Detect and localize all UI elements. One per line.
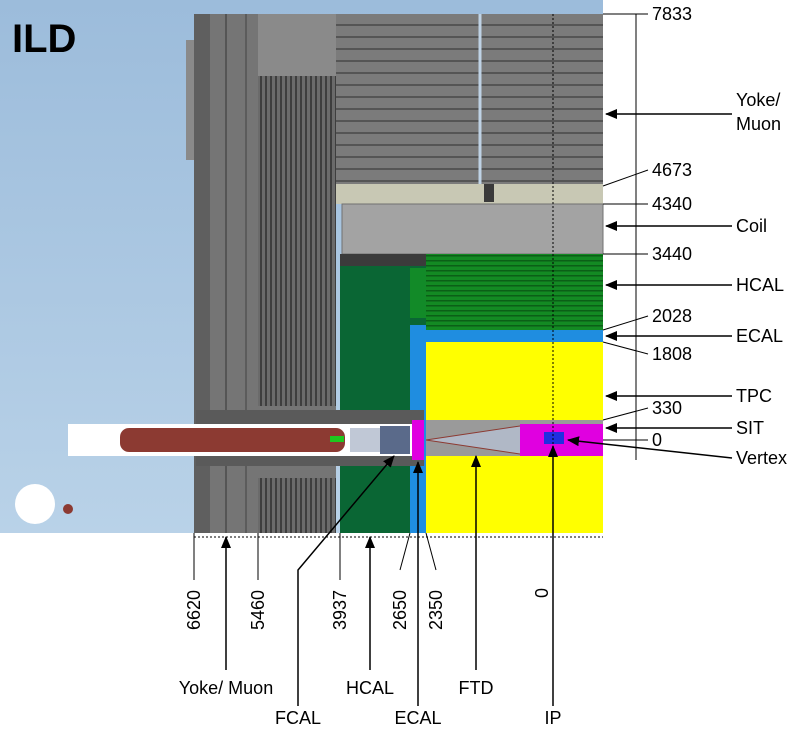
- label-coil: Coil: [736, 216, 767, 236]
- tick-330: 330: [652, 398, 682, 418]
- label-hcal-bottom: HCAL: [346, 678, 394, 698]
- tick-3937: 3937: [330, 590, 350, 630]
- label-yoke-muon-line2: Muon: [736, 114, 781, 134]
- tick-5460: 5460: [248, 590, 268, 630]
- tick-4340: 4340: [652, 194, 692, 214]
- diagram-title: ILD: [12, 17, 76, 61]
- tick-2350: 2350: [426, 590, 446, 630]
- right-scale: 7833 4673 4340 3440 2028 1808 330 0: [602, 4, 692, 450]
- label-ecal: ECAL: [736, 326, 783, 346]
- label-hcal: HCAL: [736, 275, 784, 295]
- label-ecal-bottom: ECAL: [394, 708, 441, 728]
- tick-0: 0: [652, 430, 662, 450]
- tick-2028: 2028: [652, 306, 692, 326]
- bottom-scale: 6620 5460 3937 2650 2350 0: [184, 532, 552, 630]
- tick-2650: 2650: [390, 590, 410, 630]
- label-ftd-bottom: FTD: [459, 678, 494, 698]
- label-yoke-muon-line1: Yoke/: [736, 90, 780, 110]
- tick-7833: 7833: [652, 4, 692, 24]
- right-labels: Yoke/ Muon Coil HCAL ECAL TPC SIT Vertex: [567, 90, 787, 468]
- tick-1808: 1808: [652, 344, 692, 364]
- label-yoke-muon-bottom: Yoke/ Muon: [179, 678, 273, 698]
- person-head-icon: [15, 484, 55, 524]
- label-vertex: Vertex: [736, 448, 787, 468]
- yoke-endcap: [186, 14, 336, 533]
- label-sit: SIT: [736, 418, 764, 438]
- tick-ip-0: 0: [532, 588, 552, 598]
- tick-4673: 4673: [652, 160, 692, 180]
- barrel-hcal: [426, 254, 603, 330]
- bottom-labels: Yoke/ Muon HCAL FTD FCAL ECAL IP: [179, 445, 562, 728]
- label-tpc: TPC: [736, 386, 772, 406]
- yoke-barrel: [336, 14, 603, 204]
- label-fcal-bottom: FCAL: [275, 708, 321, 728]
- coil: [341, 203, 604, 255]
- barrel-ecal: [426, 330, 603, 342]
- tick-3440: 3440: [652, 244, 692, 264]
- tick-6620: 6620: [184, 590, 204, 630]
- ftd: [425, 425, 521, 455]
- label-ip-bottom: IP: [544, 708, 561, 728]
- beampipe-magnet: [120, 428, 345, 452]
